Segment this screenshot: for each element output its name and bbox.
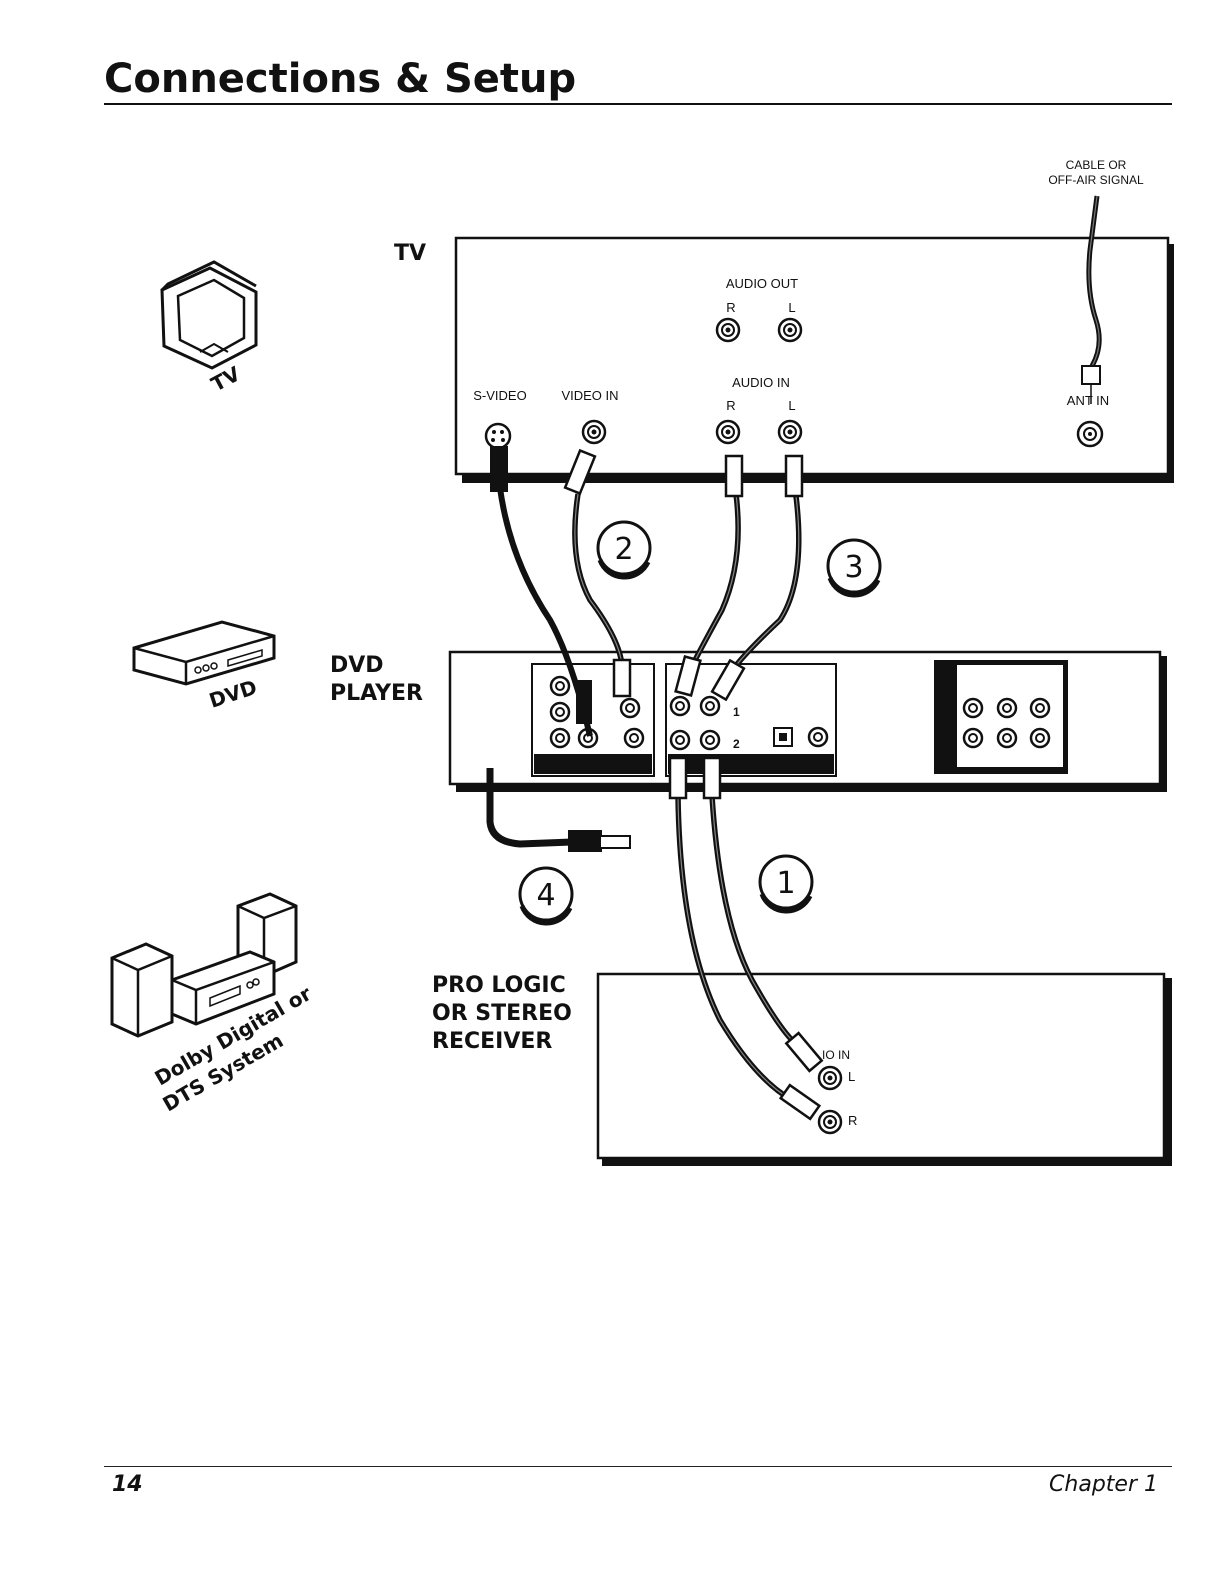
dvd-coax-jack: [809, 728, 827, 746]
audio-out-r-label: R: [726, 300, 735, 315]
footer-rule: [104, 1466, 1172, 1467]
audio-in-r-jack: [717, 421, 739, 443]
dvd-video-out2-jack: [625, 729, 643, 747]
ant-in-jack: [1078, 422, 1102, 446]
chapter-label: Chapter 1: [1049, 1472, 1158, 1497]
step-3-marker: 3: [828, 540, 880, 595]
dvd-surround-r-jack: [1031, 729, 1049, 747]
signal-label-line1: CABLE OR: [1066, 158, 1127, 172]
tv-illustration-icon: [162, 262, 256, 368]
dvd-pb-jack: [551, 703, 569, 721]
audio-in-r-label: R: [726, 398, 735, 413]
dvd-optical-jack: [774, 728, 792, 746]
step-4-label: 4: [536, 878, 555, 913]
dvd-back-panel: [450, 652, 1167, 792]
audio-in-l-label: L: [788, 398, 795, 413]
step-2-marker: 2: [598, 522, 650, 577]
step-3-label: 3: [844, 550, 863, 585]
dvd-video-out-jack: [621, 699, 639, 717]
s-video-label: S-VIDEO: [473, 388, 526, 403]
dvd-icon-label: DVD: [206, 675, 260, 713]
dvd-front-l-jack: [964, 699, 982, 717]
dvd-audio-row2-label: 2: [733, 737, 740, 751]
audio-out-l-jack: [779, 319, 801, 341]
dvd-panel-label-line1: DVD: [330, 653, 384, 678]
dvd-audio1-l-jack: [701, 697, 719, 715]
receiver-r-label: R: [848, 1113, 857, 1128]
audio-out-l-label: L: [788, 300, 795, 315]
receiver-r-jack: [819, 1111, 841, 1133]
audio-out-label: AUDIO OUT: [726, 276, 798, 291]
receiver-audio-in-label: IO IN: [822, 1048, 850, 1062]
video-in-label: VIDEO IN: [561, 388, 618, 403]
step-1-label: 1: [776, 866, 795, 901]
step-1-marker: 1: [760, 856, 812, 911]
dvd-subwoofer-jack: [998, 729, 1016, 747]
audio-in-l-jack: [779, 421, 801, 443]
receiver-l-label: L: [848, 1069, 855, 1084]
dvd-pr-jack: [551, 677, 569, 695]
dvd-center-jack: [998, 699, 1016, 717]
dvd-front-r-jack: [964, 729, 982, 747]
dvd-y-jack: [551, 729, 569, 747]
tv-back-panel: [456, 238, 1174, 483]
audio-in-label: AUDIO IN: [732, 375, 790, 390]
tv-panel-label: TV: [394, 241, 426, 266]
step-2-label: 2: [614, 532, 633, 567]
s-video-jack: [486, 424, 510, 448]
dvd-panel-label-line2: PLAYER: [330, 681, 423, 706]
receiver-back-panel: [598, 974, 1172, 1166]
receiver-panel-label-line1: PRO LOGIC: [432, 973, 566, 998]
receiver-panel-label-line2: OR STEREO: [432, 1001, 572, 1026]
signal-label-line2: OFF-AIR SIGNAL: [1048, 173, 1144, 187]
dvd-illustration-icon: [134, 622, 274, 684]
receiver-l-jack: [819, 1067, 841, 1089]
audio-out-r-jack: [717, 319, 739, 341]
dvd-audio2-l-jack: [701, 731, 719, 749]
dvd-audio1-r-jack: [671, 697, 689, 715]
dvd-surround-l-jack: [1031, 699, 1049, 717]
dvd-audio2-r-jack: [671, 731, 689, 749]
ant-in-label: ANT IN: [1067, 393, 1109, 408]
dvd-audio-row1-label: 1: [733, 705, 740, 719]
receiver-panel-label-line3: RECEIVER: [432, 1029, 552, 1054]
video-in-jack: [583, 421, 605, 443]
page-number: 14: [112, 1472, 143, 1497]
step-4-marker: 4: [520, 868, 572, 923]
